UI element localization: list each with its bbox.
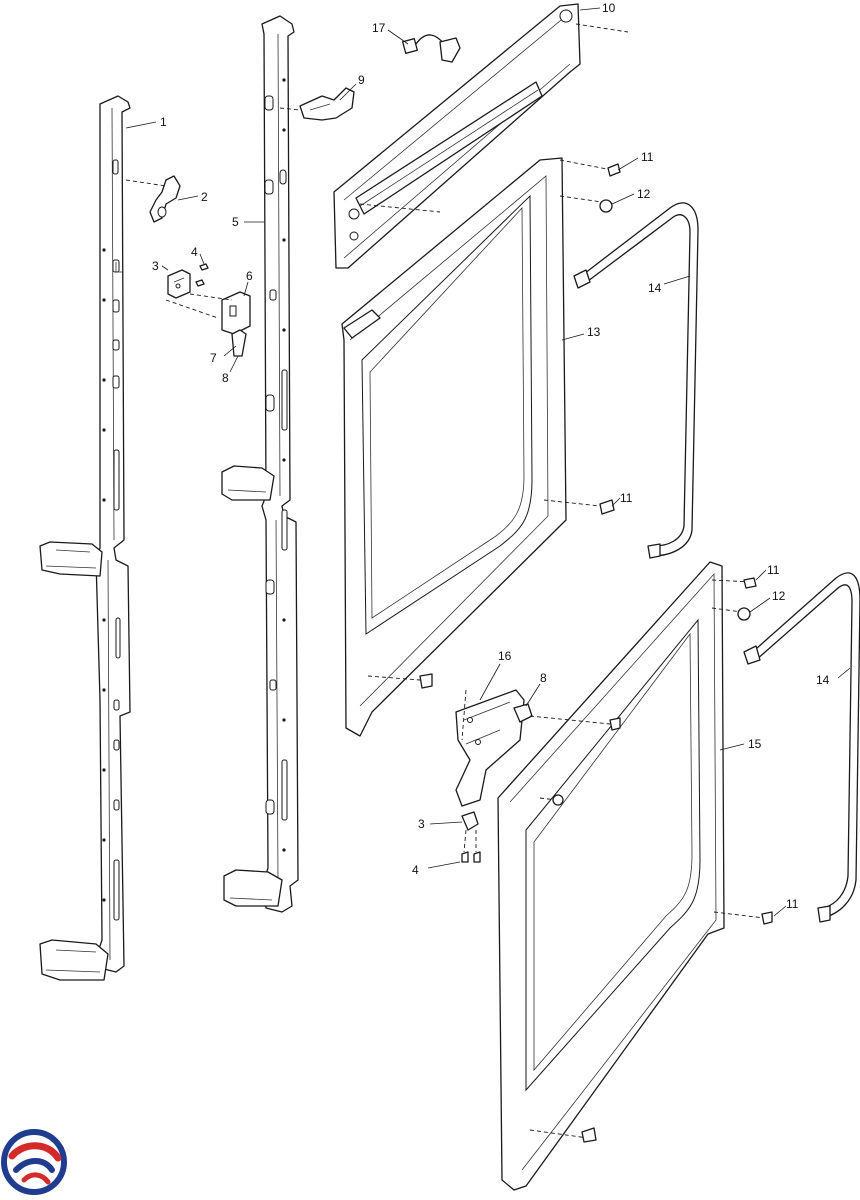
callout-7: 7 <box>210 351 217 365</box>
callout-15: 15 <box>748 737 762 751</box>
callout-11c: 11 <box>767 563 780 577</box>
part-13-upper-frame <box>341 157 613 737</box>
callout-9: 9 <box>358 73 365 87</box>
part-14-gasket-lower <box>743 572 860 923</box>
callout-10: 10 <box>602 1 616 15</box>
callout-3b: 3 <box>418 817 425 831</box>
callout-11b: 11 <box>620 491 633 505</box>
callout-14a: 14 <box>648 281 662 295</box>
callout-12a: 12 <box>637 187 651 201</box>
callout-14b: 14 <box>816 673 830 687</box>
fastener-set <box>419 163 773 1143</box>
callout-leaders <box>125 7 851 917</box>
part-10-top-frame <box>333 3 629 269</box>
callout-2: 2 <box>201 190 208 204</box>
part-2-bracket <box>125 175 181 223</box>
callout-12b: 12 <box>772 589 786 603</box>
part-17-wire-harness <box>402 34 461 63</box>
callout-1: 1 <box>160 115 167 129</box>
hinge-assembly-upper <box>165 263 251 357</box>
callout-11d: 11 <box>786 897 799 911</box>
callout-16: 16 <box>498 649 512 663</box>
brand-swirl-logo-icon <box>1 1129 67 1195</box>
callout-8: 8 <box>222 371 229 385</box>
part-15-lower-frame <box>497 561 765 1191</box>
callout-8b: 8 <box>540 671 547 685</box>
part-1-left-rail <box>39 95 131 981</box>
callout-6: 6 <box>246 269 253 283</box>
part-14-gasket-upper <box>573 202 699 559</box>
callout-11a: 11 <box>641 150 654 164</box>
callout-13: 13 <box>587 325 601 339</box>
part-16-hinge-plate <box>455 689 611 853</box>
callout-5: 5 <box>232 215 239 229</box>
callout-labels: 1 2 3 4 5 6 7 8 9 10 17 11 12 13 14 11 1… <box>152 1 830 911</box>
part-9-hinge-bracket <box>279 87 355 121</box>
part-5-right-rail <box>221 15 299 913</box>
callout-17: 17 <box>372 21 386 35</box>
callout-4: 4 <box>191 245 198 259</box>
callout-3: 3 <box>152 259 159 273</box>
callout-4b: 4 <box>412 863 419 877</box>
